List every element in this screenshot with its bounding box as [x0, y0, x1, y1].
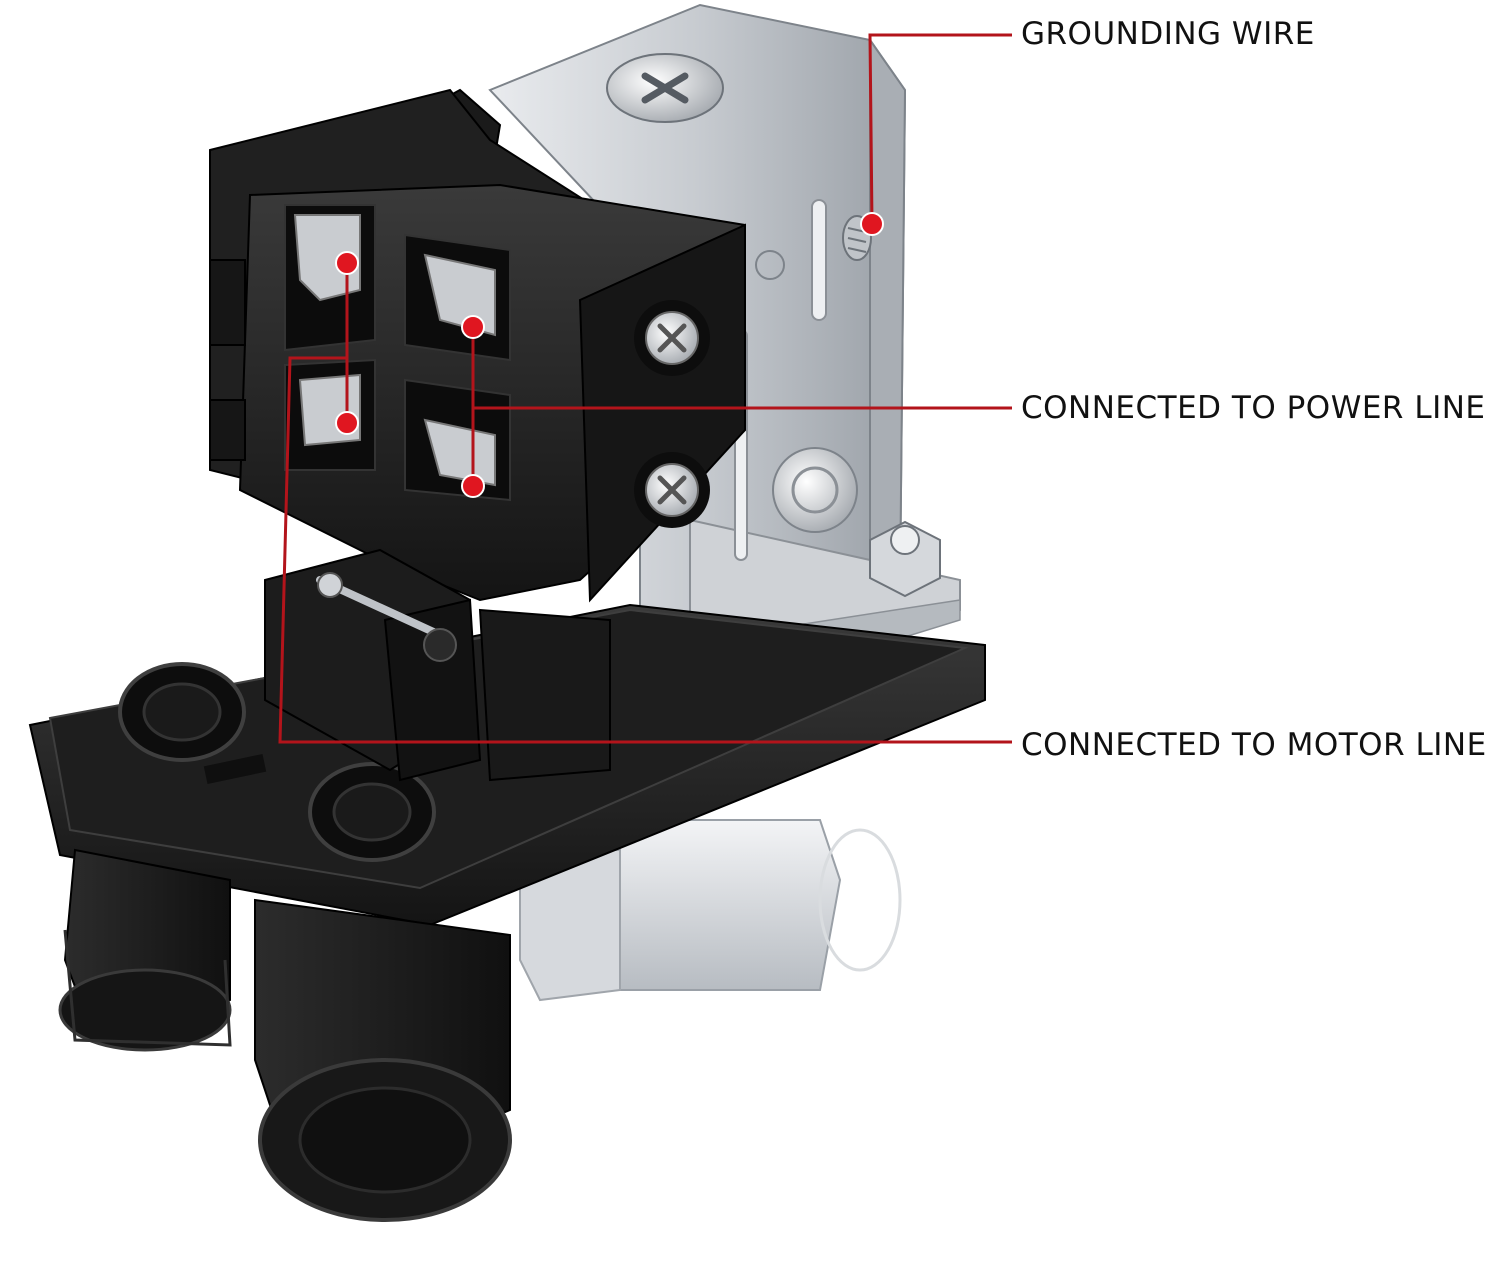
- terminal-screw: [634, 300, 710, 376]
- switch-mechanism: [264, 548, 611, 782]
- terminal-dot-bottom-left: [335, 411, 359, 435]
- diaphragm-housing: [519, 819, 902, 1002]
- terminal-dot-top-left: [335, 251, 359, 275]
- grounding-wire-label: GROUNDING WIRE: [1021, 16, 1315, 52]
- grounding-callout-dot: [860, 212, 884, 236]
- terminal-screw: [634, 452, 710, 528]
- cable-grommet: [118, 662, 246, 762]
- callout-dots: [335, 212, 884, 498]
- hex-nut: [869, 520, 941, 598]
- terminal-block: [209, 88, 746, 603]
- power-callout-line: [278, 263, 1012, 744]
- terminal-dot-bottom-right: [461, 474, 485, 498]
- terminal-dot-top-right: [461, 315, 485, 339]
- power-line-label: CONNECTED TO POWER LINE: [1021, 390, 1486, 426]
- grounding-callout-line: [868, 33, 1012, 225]
- cable-gland-right: [254, 898, 512, 1222]
- motor-line-label: CONNECTED TO MOTOR LINE: [1021, 727, 1487, 763]
- cable-gland-left: [58, 848, 232, 1052]
- cable-grommet: [308, 762, 436, 862]
